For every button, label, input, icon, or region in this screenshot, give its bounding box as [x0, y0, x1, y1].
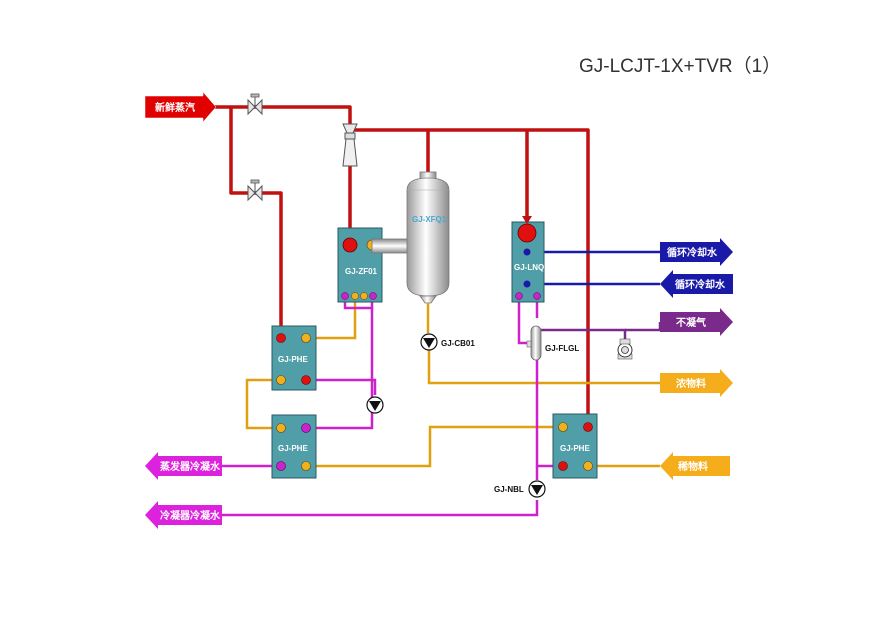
evaporator-condensate-pump[interactable]	[366, 396, 384, 414]
separator[interactable]: GJ-XFQ1	[406, 171, 450, 304]
cooling-water-out-arrow: 循环冷却水	[660, 238, 733, 266]
cooling-water-in-arrow: 循环冷却水	[660, 270, 733, 298]
concentrate-pump-label: GJ-CB01	[441, 339, 475, 348]
dilute-feed-label: 稀物料	[678, 460, 708, 473]
steam-valve-main[interactable]	[247, 93, 263, 116]
cooling-water-out-label: 循环冷却水	[667, 246, 718, 259]
dilute-feed-arrow: 稀物料	[660, 452, 730, 480]
evaporator-condensate-arrow: 蒸发器冷凝水	[145, 452, 222, 480]
non-condensable-label: 不凝气	[676, 316, 706, 329]
cooling-water-in-label: 循环冷却水	[675, 278, 726, 291]
non-condensable-arrow: 不凝气	[660, 308, 733, 336]
evaporator-label: GJ-ZF01	[345, 267, 378, 276]
condenser-condensate-arrow: 冷凝器冷凝水	[145, 501, 222, 529]
condensate-pump-label: GJ-NBL	[494, 485, 524, 494]
flash-tank[interactable]	[526, 325, 542, 361]
phe-top-label: GJ-PHE	[278, 355, 308, 364]
vapor-duct	[371, 238, 409, 254]
vacuum-pump[interactable]	[617, 338, 633, 360]
phe-bottom-label: GJ-PHE	[278, 444, 308, 453]
page-title: GJ-LCJT-1X+TVR（1）	[579, 55, 781, 77]
cooling-pipes	[527, 250, 660, 286]
thermocompressor	[342, 123, 358, 167]
evaporator-condensate-label: 蒸发器冷凝水	[160, 460, 221, 473]
vapor-pipes	[541, 322, 662, 342]
steam-inlet-arrowhead	[522, 216, 532, 224]
condensate-pipes	[212, 298, 563, 517]
separator-label: GJ-XFQ1	[412, 215, 447, 224]
condenser-condensate-label: 冷凝器冷凝水	[160, 509, 221, 522]
product-pipes	[245, 300, 660, 468]
condenser-label: GJ-LNQ	[514, 263, 544, 272]
concentrate-arrow: 浓物料	[660, 369, 733, 397]
phe-top[interactable]: GJ-PHE	[271, 325, 317, 391]
steam-valve-bypass[interactable]	[247, 179, 263, 202]
phe-bottom[interactable]: GJ-PHE	[271, 414, 317, 479]
fresh-steam-label: 新鲜蒸汽	[155, 101, 195, 114]
condenser[interactable]: GJ-LNQ	[511, 221, 545, 303]
concentrate-pump[interactable]	[420, 333, 438, 351]
fresh-steam-arrow: 新鲜蒸汽	[144, 91, 217, 123]
phe-right-label: GJ-PHE	[560, 444, 590, 453]
condenser-condensate-pump[interactable]	[528, 480, 546, 498]
concentrate-label: 浓物料	[676, 377, 706, 390]
flash-tank-label: GJ-FLGL	[545, 344, 579, 353]
phe-right[interactable]: GJ-PHE	[552, 413, 598, 479]
